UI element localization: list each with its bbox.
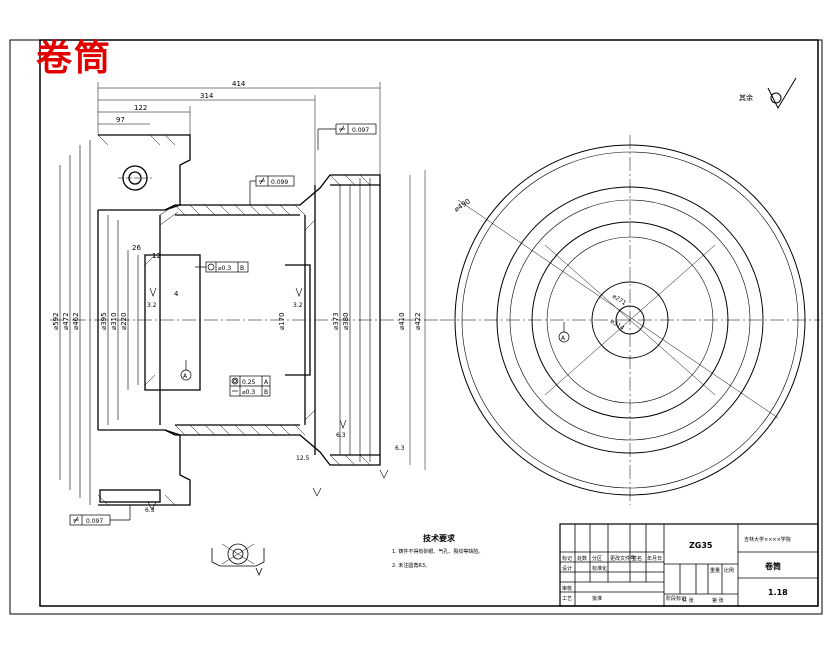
tech-requirements-title: 技术要求 xyxy=(423,533,456,543)
dia-label: ⌀310 xyxy=(110,312,118,330)
dim-26: 26 xyxy=(132,244,141,252)
tb-cell: 工艺 xyxy=(562,596,572,602)
tb-cell: 共 张 xyxy=(682,597,694,604)
end-view xyxy=(440,135,820,505)
tb-cell: 年月日 xyxy=(647,555,662,562)
datum-label: A xyxy=(561,335,566,342)
dim-12-5: 12.5 xyxy=(296,455,310,462)
tb-cell: 签名 xyxy=(632,555,642,562)
titleblock-drawing-no: 1.18 xyxy=(768,588,788,597)
datum-marker-a xyxy=(180,322,570,381)
tolerance-frame-top xyxy=(317,123,377,150)
position-value-3: ⌀0.3 xyxy=(242,389,255,396)
dim-122: 122 xyxy=(134,104,147,112)
tolerance-value-flat: 0.099 xyxy=(271,179,288,186)
datum-label: A xyxy=(183,373,188,380)
roughness-symbol-general xyxy=(767,77,797,110)
titleblock-company: 吉林大学××××学院 xyxy=(744,536,791,543)
titleblock-part-name: 卷筒 xyxy=(764,561,781,571)
titleblock-cells: 标记 处数 分区 更改文件号 签名 年月日 设计 标准化 阶段标记 重量 比例 … xyxy=(562,555,734,604)
tech-requirement-line: 2. 未注圆角R3。 xyxy=(392,562,430,569)
dia-label: ⌀422 xyxy=(414,312,422,330)
position-value-2: 0.25 xyxy=(242,379,256,386)
tech-requirement-line: 1. 铸件不得有砂眼、气孔、裂纹等缺陷。 xyxy=(392,548,483,555)
dia-label: ⌀373 xyxy=(332,312,340,330)
roughness-value: 3.2 xyxy=(147,302,157,309)
roughness-value: 6.3 xyxy=(145,507,155,514)
tb-cell: 标准化 xyxy=(592,565,607,572)
tb-cell: 设计 xyxy=(562,565,572,572)
titleblock-material: ZG35 xyxy=(689,541,713,550)
detail-view xyxy=(211,543,265,577)
position-ref-1: B xyxy=(240,265,244,272)
inner-border xyxy=(39,39,819,607)
position-ref-2: A xyxy=(264,379,269,386)
section-hatching xyxy=(97,134,371,506)
dim-4: 4 xyxy=(174,290,179,298)
roughness-value: 3.2 xyxy=(293,302,303,309)
dia-label: ⌀592 xyxy=(52,312,60,330)
dia-label: ⌀462 xyxy=(72,312,80,330)
circle-label-outer: ⌀490 xyxy=(453,197,472,213)
dim-314: 314 xyxy=(200,92,214,100)
diameter-labels-right: ⌀170 ⌀373 ⌀380 ⌀410 ⌀422 xyxy=(278,312,422,330)
dia-label: ⌀472 xyxy=(62,312,70,330)
dimension-lines-top xyxy=(97,82,381,185)
tb-cell: 标记 xyxy=(562,555,572,562)
tb-cell: 批准 xyxy=(592,595,602,602)
dia-label: ⌀170 xyxy=(278,312,286,330)
tolerance-frame-flat xyxy=(249,175,295,205)
roughness-value: 6.3 xyxy=(336,432,346,439)
title-block xyxy=(559,523,819,607)
tb-cell: 分区 xyxy=(592,555,602,562)
tolerance-value-bottom: 0.097 xyxy=(86,518,103,525)
diameter-labels-left: ⌀592 ⌀472 ⌀462 ⌀395 ⌀310 ⌀220 xyxy=(52,312,128,330)
dim-12: 12 xyxy=(152,252,161,260)
tb-cell: 阶段标记 xyxy=(666,595,686,602)
dia-label: ⌀395 xyxy=(100,312,108,330)
tb-cell: 第 张 xyxy=(712,597,724,604)
tb-cell: 比例 xyxy=(724,567,734,574)
tb-cell: 处数 xyxy=(577,555,587,562)
dim-97: 97 xyxy=(116,116,125,124)
position-value-1: ⌀0.3 xyxy=(218,265,231,272)
tb-cell: 审核 xyxy=(562,585,572,592)
position-frame-2 xyxy=(229,375,271,397)
drawing-title-stamp: 卷筒 xyxy=(36,37,113,79)
dia-label: ⌀220 xyxy=(120,312,128,330)
dia-label: ⌀410 xyxy=(398,312,406,330)
tb-cell: 更改文件号 xyxy=(610,555,635,562)
tb-cell: 重量 xyxy=(710,567,720,574)
dia-label: ⌀380 xyxy=(342,312,350,330)
position-ref-3: B xyxy=(264,389,268,396)
tolerance-value-top: 0.097 xyxy=(352,127,369,134)
position-frame-1 xyxy=(195,261,249,273)
surface-note: 其余 xyxy=(739,93,753,102)
tolerance-frame-bottom xyxy=(69,505,131,526)
roughness-value: 6.3 xyxy=(395,445,405,452)
dim-414: 414 xyxy=(232,80,246,88)
roughness-marks xyxy=(147,287,389,511)
